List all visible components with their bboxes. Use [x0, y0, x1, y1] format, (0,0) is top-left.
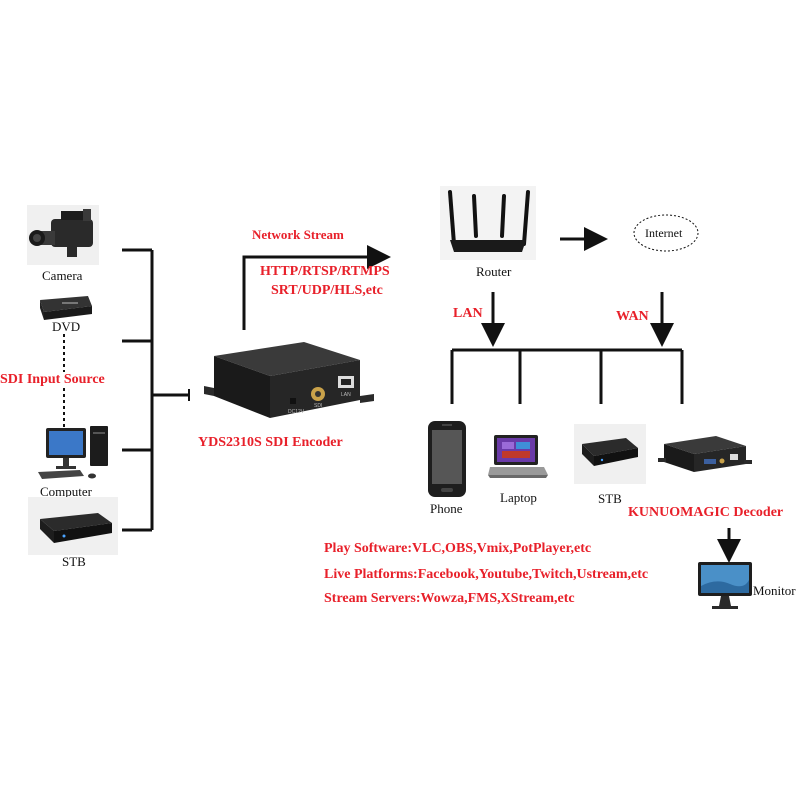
decoder-label: KUNUOMAGIC Decoder	[628, 505, 784, 520]
wan-label: WAN	[616, 309, 649, 324]
source-bracket	[122, 248, 188, 532]
computer-label: Computer	[40, 484, 92, 499]
stb-source-icon	[28, 497, 118, 555]
protocols-line-2: SRT/UDP/HLS,etc	[271, 283, 383, 298]
camera-icon	[27, 205, 99, 265]
encoder-device-icon: DC12V SDI LAN	[204, 342, 374, 418]
live-platforms-note: Live Platforms:Facebook,Youtube,Twitch,U…	[324, 567, 649, 582]
network-stream-arrow	[242, 245, 391, 330]
dvd-label: DVD	[52, 319, 81, 334]
sdi-input-source-title: SDI Input Source	[0, 372, 105, 387]
decoder-device-icon	[658, 436, 752, 472]
stb-source-label: STB	[62, 554, 86, 569]
encoder-name-label: YDS2310S SDI Encoder	[198, 435, 343, 450]
internet-label: Internet	[645, 226, 683, 240]
stb-client-icon	[574, 424, 646, 484]
encoder-port-sdi: SDI	[314, 403, 322, 409]
laptop-label: Laptop	[500, 490, 537, 505]
stb-client-label: STB	[598, 491, 622, 506]
dvd-player-icon	[40, 296, 92, 320]
phone-icon	[428, 421, 466, 497]
stream-servers-note: Stream Servers:Wowza,FMS,XStream,etc	[324, 591, 575, 606]
client-bus	[450, 348, 684, 404]
computer-icon	[38, 426, 108, 479]
internet-cloud-icon	[633, 214, 699, 252]
router-icon	[440, 186, 536, 260]
protocols-line-1: HTTP/RTSP/RTMPS	[260, 264, 390, 279]
camera-label: Camera	[42, 268, 83, 283]
encoder-port-dc: DC12V	[288, 409, 305, 415]
play-software-note: Play Software:VLC,OBS,Vmix,PotPlayer,etc	[324, 541, 592, 556]
phone-label: Phone	[430, 501, 463, 516]
monitor-label: Monitor	[753, 583, 796, 598]
laptop-icon	[488, 435, 548, 478]
router-label: Router	[476, 264, 512, 279]
encoder-port-lan: LAN	[341, 392, 351, 398]
lan-label: LAN	[453, 306, 483, 321]
monitor-icon	[698, 562, 752, 609]
network-stream-label: Network Stream	[252, 227, 344, 242]
